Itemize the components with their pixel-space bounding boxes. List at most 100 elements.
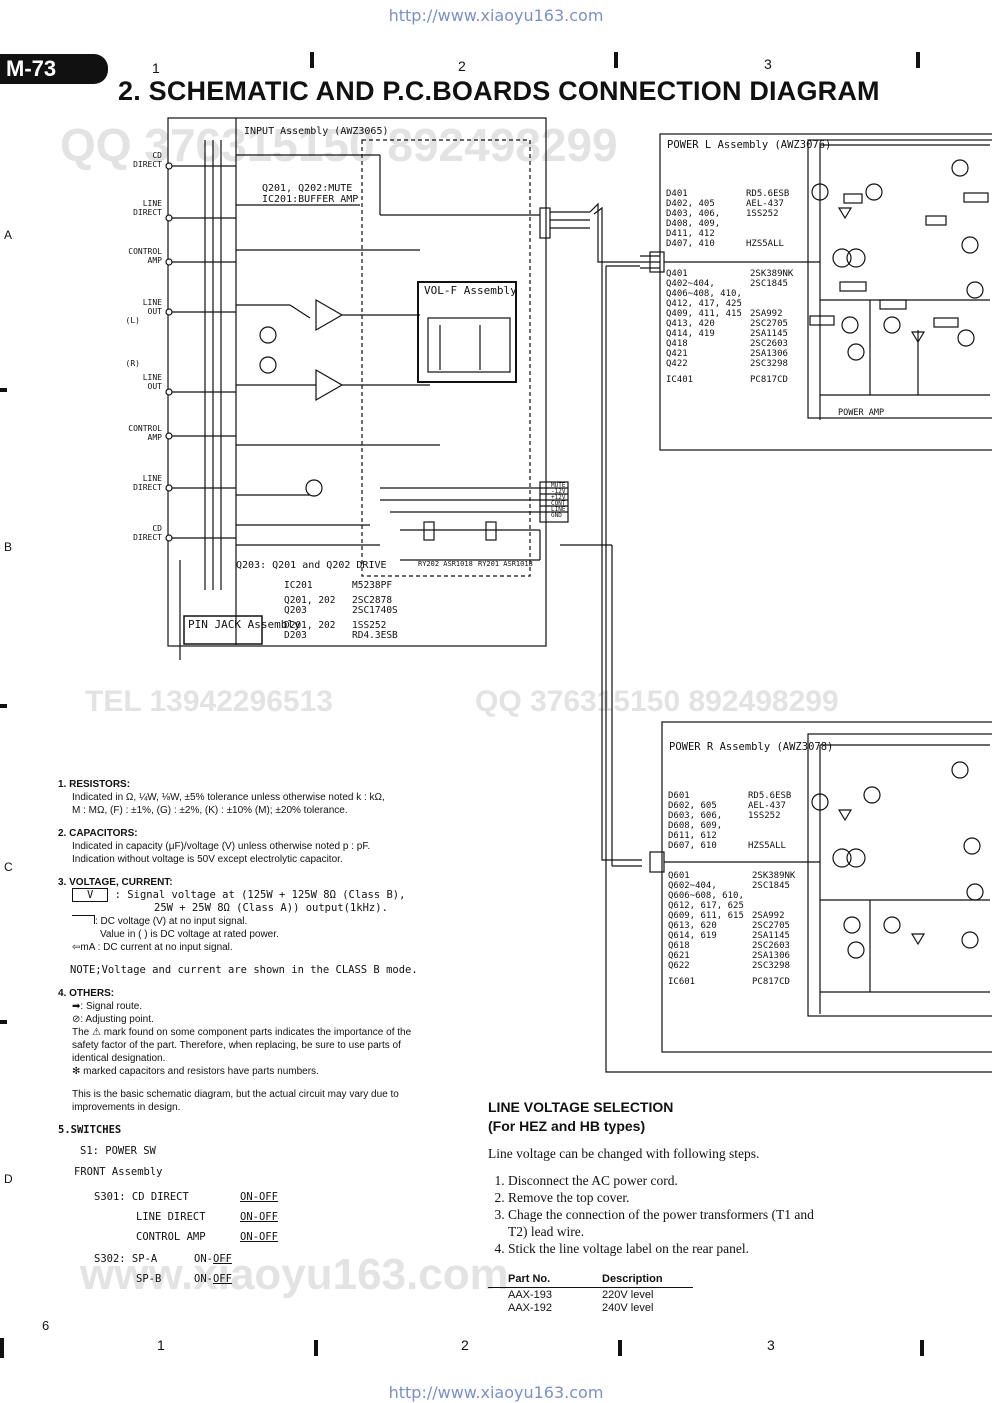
column-divider bbox=[310, 52, 314, 68]
part-value: RD5.6ESB bbox=[746, 189, 789, 199]
part-value: 2SA992 bbox=[752, 911, 785, 921]
column-label: 1 bbox=[152, 60, 160, 76]
row-label: C bbox=[4, 860, 13, 874]
part-ref: Q412, 417, 425 bbox=[666, 299, 742, 309]
part-value: 2SA1306 bbox=[752, 951, 790, 961]
part-ref: Q201, 202 bbox=[284, 595, 335, 606]
drive-note: Q203: Q201 and Q202 DRIVE bbox=[236, 560, 387, 571]
part-ref: D201, 202 bbox=[284, 620, 335, 631]
part-ref: D608, 609, bbox=[668, 821, 722, 831]
jack-label: LINE bbox=[143, 474, 162, 483]
pin-jack-outline bbox=[183, 615, 263, 645]
part-ref: Q414, 419 bbox=[666, 329, 715, 339]
row-divider bbox=[0, 704, 7, 708]
column-divider bbox=[314, 1340, 318, 1356]
mute-region bbox=[361, 139, 531, 577]
part-value: M5238PF bbox=[352, 580, 392, 591]
part-value: 1SS252 bbox=[352, 620, 386, 631]
power-l-outline bbox=[659, 133, 992, 451]
relay-ry201 bbox=[485, 521, 497, 541]
line-voltage-subtitle: (For HEZ and HB types) bbox=[488, 1118, 646, 1134]
jack-label: LINE bbox=[143, 373, 162, 382]
part-value: 2SK389NK bbox=[752, 871, 796, 881]
line-voltage-title: LINE VOLTAGE SELECTION bbox=[488, 1099, 674, 1115]
part-ref: Q203 bbox=[284, 605, 307, 616]
vol-f-assembly-outline bbox=[417, 281, 517, 383]
power-r-title: POWER R Assembly (AWZ3078) bbox=[669, 741, 833, 753]
column-divider bbox=[614, 52, 618, 68]
part-value: 2SC2705 bbox=[750, 319, 788, 329]
part-value: 2SC1845 bbox=[752, 881, 790, 891]
part-ref: Q609, 611, 615 bbox=[668, 911, 744, 921]
part-value: 2SC2705 bbox=[752, 921, 790, 931]
jack-label: AMP bbox=[148, 433, 163, 442]
jack-label: OUT bbox=[148, 307, 163, 316]
part-value: HZS5ALL bbox=[748, 841, 786, 851]
part-ref: IC201 bbox=[284, 580, 313, 591]
jack-label: DIRECT bbox=[133, 533, 162, 542]
part-value: 2SA1145 bbox=[752, 931, 790, 941]
column-divider bbox=[920, 1340, 924, 1356]
jack-label: CD bbox=[152, 524, 162, 533]
vol-f-label: VOL-F Assembly bbox=[424, 284, 517, 297]
jack-label: DIRECT bbox=[133, 483, 162, 492]
part-value: HZS5ALL bbox=[746, 239, 784, 249]
part-value: 2SC2878 bbox=[352, 595, 392, 606]
source-url-bottom[interactable]: http://www.xiaoyu163.com bbox=[388, 1383, 604, 1402]
source-url-top[interactable]: http://www.xiaoyu163.com bbox=[388, 6, 604, 25]
corner-mark bbox=[0, 1338, 4, 1358]
part-ref: D403, 406, bbox=[666, 209, 720, 219]
jack-label: (L) bbox=[126, 316, 140, 325]
buffer-note: IC201:BUFFER AMP bbox=[262, 194, 358, 205]
dc-voltage-symbol bbox=[72, 915, 95, 924]
jack-label: CONTROL bbox=[128, 424, 162, 433]
connector-j2 bbox=[539, 481, 569, 523]
part-value: RD4.3ESB bbox=[352, 630, 398, 641]
part-value: AEL-437 bbox=[746, 199, 784, 209]
model-badge: M-73 bbox=[0, 54, 108, 84]
j2-pin-label: LINE bbox=[551, 506, 566, 513]
jack-label: DIRECT bbox=[133, 160, 162, 169]
jack-label: DIRECT bbox=[133, 208, 162, 217]
jack-label: (R) bbox=[126, 359, 140, 368]
part-ref: Q401 bbox=[666, 269, 688, 279]
part-ref: Q602~404, bbox=[668, 881, 717, 891]
part-value: PC817CD bbox=[752, 977, 790, 987]
part-value: 2SC3298 bbox=[752, 961, 790, 971]
jack-label: LINE bbox=[143, 199, 162, 208]
relay-ry202 bbox=[423, 521, 435, 541]
jack-label: CONTROL bbox=[128, 247, 162, 256]
schematic-notes: 1. RESISTORS: Indicated in Ω, ¼W, ⅛W, ±5… bbox=[58, 779, 418, 1285]
j2-pin-label: MUTE bbox=[551, 482, 566, 489]
column-label: 2 bbox=[461, 1337, 469, 1353]
part-value: RD5.6ESB bbox=[748, 791, 791, 801]
part-ref: D602, 605 bbox=[668, 801, 717, 811]
part-ref: D407, 410 bbox=[666, 239, 715, 249]
part-value: 2SC3298 bbox=[750, 359, 788, 369]
part-ref: Q614, 619 bbox=[668, 931, 717, 941]
line-voltage-intro: Line voltage can be changed with followi… bbox=[488, 1146, 760, 1161]
j2-pin-label: GND bbox=[551, 512, 562, 519]
part-value: 2SC2603 bbox=[750, 339, 788, 349]
part-value: 2SC2603 bbox=[752, 941, 790, 951]
page-number: 6 bbox=[42, 1318, 50, 1333]
column-divider bbox=[916, 52, 920, 68]
part-value: 2SA992 bbox=[750, 309, 783, 319]
row-divider bbox=[0, 388, 7, 392]
part-ref: D401 bbox=[666, 189, 688, 199]
power-l-title: POWER L Assembly (AWZ3076) bbox=[667, 139, 831, 151]
power-l-amp-area bbox=[807, 139, 992, 419]
part-value: 1SS252 bbox=[748, 811, 781, 821]
power-amp-label: POWER AMP bbox=[838, 408, 884, 418]
part-value: 2SC1740S bbox=[352, 605, 398, 616]
jack-label: OUT bbox=[148, 382, 163, 391]
part-ref: Q402~404, bbox=[666, 279, 715, 289]
page-title: 2. SCHEMATIC AND P.C.BOARDS CONNECTION D… bbox=[118, 76, 880, 106]
jack-label: LINE bbox=[143, 298, 162, 307]
part-ref: IC401 bbox=[666, 375, 693, 385]
part-value: PC817CD bbox=[750, 375, 788, 385]
row-label: B bbox=[4, 540, 13, 554]
